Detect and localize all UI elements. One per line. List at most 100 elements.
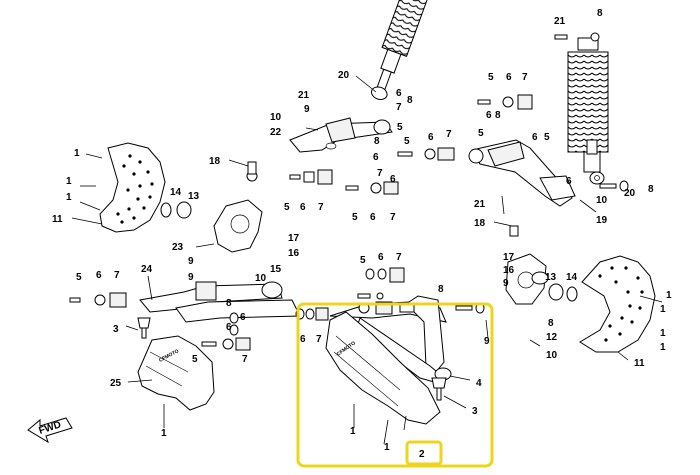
callout-16b: 16 — [503, 265, 515, 276]
callout-1d: 1 — [161, 428, 167, 439]
callout-6: 6 — [396, 88, 402, 99]
callout-6i: 6 — [300, 202, 306, 213]
left-shock-absorber — [370, 0, 429, 100]
callout-5f: 5 — [284, 202, 290, 213]
upper-left-a-arm — [289, 117, 393, 153]
callout-6b: 6 — [373, 152, 379, 163]
callout-17: 17 — [288, 233, 300, 244]
callout-1b: 1 — [66, 176, 72, 187]
callout-21: 21 — [298, 90, 310, 101]
callout-2: 2 — [419, 449, 425, 460]
callout-9d: 9 — [503, 278, 509, 289]
callout-8e: 8 — [648, 184, 654, 195]
callout-6c: 6 — [428, 132, 434, 143]
callout-5g: 5 — [352, 212, 358, 223]
callout-1a: 1 — [74, 148, 80, 159]
callout-4: 4 — [476, 378, 482, 389]
callout-7h: 7 — [396, 252, 402, 263]
callout-9b: 9 — [188, 256, 194, 267]
callout-8g: 8 — [226, 298, 232, 309]
callout-7g: 7 — [114, 270, 120, 281]
callout-6n: 6 — [226, 322, 232, 333]
callout-19: 19 — [596, 215, 608, 226]
callout-6m: 6 — [240, 312, 246, 323]
callout-1f: 1 — [660, 304, 666, 315]
callout-18b: 18 — [474, 218, 486, 229]
callout-1h: 1 — [660, 342, 666, 353]
callout-5h: 5 — [76, 272, 82, 283]
callout-15: 15 — [270, 264, 282, 275]
callout-1g: 1 — [660, 328, 666, 339]
callout-3a: 3 — [113, 324, 119, 335]
callout-5e: 5 — [478, 128, 484, 139]
ball-joints — [137, 317, 447, 401]
upper-right-a-arm — [468, 139, 576, 207]
callout-6f: 6 — [486, 110, 492, 121]
callout-6d: 6 — [390, 174, 396, 185]
callout-23: 23 — [172, 242, 184, 253]
right-a-arm-guard: CFMOTO — [325, 311, 441, 425]
callout-5d: 5 — [544, 132, 550, 143]
callout-10b: 10 — [596, 195, 608, 206]
callout-12: 12 — [546, 332, 558, 343]
callout-1i: 1 — [350, 426, 356, 437]
callout-9e: 9 — [484, 336, 490, 347]
callout-8: 8 — [407, 95, 413, 106]
right-steering-knuckle — [505, 225, 549, 305]
left-a-arm-guard: CFMOTO — [137, 335, 215, 411]
callout-7b: 7 — [446, 129, 452, 140]
callout-8c: 8 — [597, 8, 603, 19]
callout-1c: 1 — [66, 192, 72, 203]
callout-6o: 6 — [300, 334, 306, 345]
callout-16: 16 — [288, 248, 300, 259]
callout-14b: 14 — [566, 272, 578, 283]
callout-9: 9 — [304, 104, 310, 115]
callout-10c: 10 — [255, 273, 267, 284]
callout-5: 5 — [397, 122, 403, 133]
callout-5b: 5 — [404, 136, 410, 147]
callout-13b: 13 — [545, 272, 557, 283]
callout-1j: 1 — [384, 442, 390, 453]
callout-10: 10 — [270, 112, 282, 123]
callout-5c: 5 — [488, 72, 494, 83]
callout-6h: 6 — [566, 176, 572, 187]
right-shock-absorber — [567, 37, 609, 185]
highlight-box-main — [296, 302, 494, 468]
callout-21c: 21 — [474, 199, 486, 210]
left-steering-knuckle — [213, 161, 263, 253]
callout-8b: 8 — [374, 136, 380, 147]
callout-14: 14 — [170, 187, 182, 198]
callout-labels: 20 21 6 7 9 8 10 22 5 8 6 5 6 7 6 7 18 2… — [52, 8, 672, 460]
callout-6g: 6 — [532, 132, 538, 143]
callout-10d: 10 — [546, 350, 558, 361]
callout-17b: 17 — [503, 252, 515, 263]
leader-lines — [71, 75, 663, 445]
callout-21b: 21 — [554, 16, 566, 27]
callout-8f: 8 — [438, 284, 444, 295]
callout-6l: 6 — [378, 252, 384, 263]
callout-20: 20 — [338, 70, 350, 81]
callout-6e: 6 — [506, 72, 512, 83]
callout-6j: 6 — [370, 212, 376, 223]
callout-6k: 6 — [96, 270, 102, 281]
callout-24: 24 — [141, 264, 153, 275]
callout-8h: 8 — [548, 318, 554, 329]
fwd-direction-arrow: FWD — [27, 417, 73, 444]
callout-7: 7 — [396, 102, 402, 113]
callout-5i: 5 — [360, 255, 366, 266]
callout-7d: 7 — [522, 72, 528, 83]
callout-9c: 9 — [188, 272, 194, 283]
callout-7i: 7 — [242, 354, 248, 365]
callout-18: 18 — [209, 156, 221, 167]
callout-7j: 7 — [316, 334, 322, 345]
callout-3b: 3 — [472, 406, 478, 417]
callout-22: 22 — [270, 127, 282, 138]
callout-7e: 7 — [318, 202, 324, 213]
callout-11: 11 — [52, 214, 63, 225]
callout-5j: 5 — [192, 354, 198, 365]
callout-20b: 20 — [624, 188, 636, 199]
callout-13: 13 — [188, 191, 200, 202]
callout-11b: 11 — [634, 358, 645, 369]
callout-7f: 7 — [390, 212, 396, 223]
